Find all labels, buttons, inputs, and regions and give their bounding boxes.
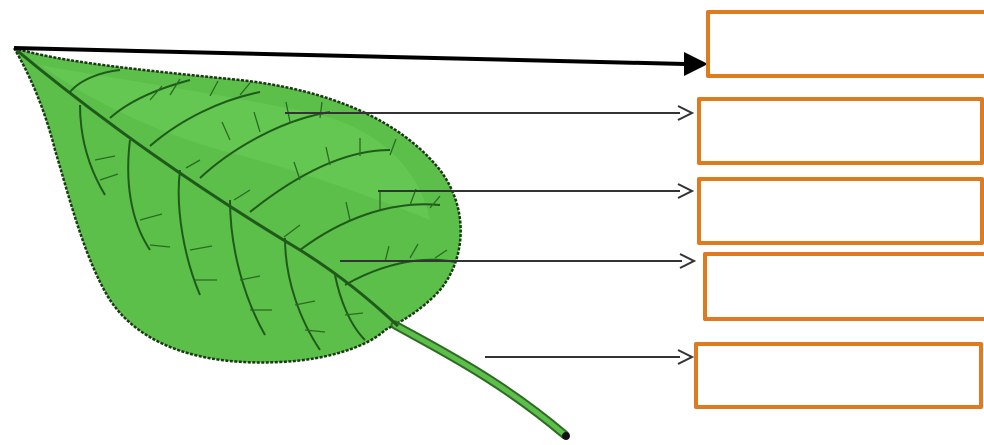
arrowhead-petiole bbox=[677, 349, 695, 365]
label-box-midrib[interactable] bbox=[703, 252, 984, 321]
leaf-highlight bbox=[40, 65, 430, 220]
label-box-petiole[interactable] bbox=[694, 342, 983, 409]
petiole-tip bbox=[562, 432, 570, 440]
arrowhead-vein bbox=[677, 105, 695, 121]
arrowhead-lamina bbox=[677, 183, 695, 199]
leaf-veins bbox=[69, 69, 456, 351]
arrowhead-midrib bbox=[679, 253, 697, 269]
label-box-leaf-tip[interactable] bbox=[706, 10, 984, 78]
arrowhead-leaf-tip bbox=[684, 52, 708, 76]
leaf-petiole-core bbox=[392, 322, 568, 438]
leaf-veinlets bbox=[94, 78, 448, 333]
label-box-vein[interactable] bbox=[697, 97, 984, 165]
arrow-leaf-tip bbox=[13, 46, 686, 66]
label-box-lamina[interactable] bbox=[697, 177, 984, 245]
leaf-midrib bbox=[13, 46, 400, 328]
